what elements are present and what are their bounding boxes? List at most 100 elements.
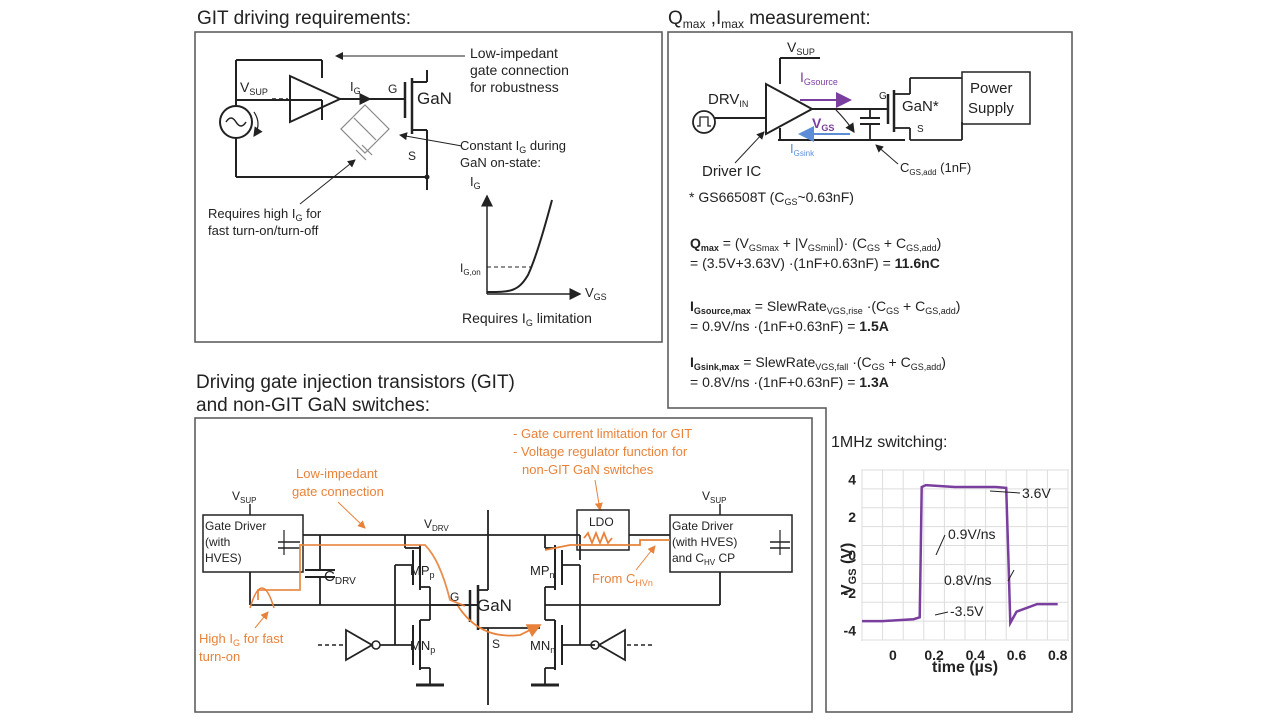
gan-label: GaN (417, 89, 452, 108)
ann-requires-limit: Requires IG limitation (462, 310, 592, 328)
pulse-source-icon (692, 110, 716, 134)
power-supply-box (961, 71, 1031, 125)
y-tick-label: 4 (848, 471, 856, 487)
gate-driver-left (202, 514, 304, 573)
ldo-resistor-icon (583, 530, 613, 546)
x-axis-label: time (µs) (932, 659, 998, 676)
igsink-label: IGsink (790, 141, 815, 158)
x-tick-label: 0.8 (1048, 647, 1068, 663)
gate-driver-right-label-2: (with HVES) (672, 535, 737, 549)
ann-0-9vns: 0.9V/ns (948, 526, 995, 542)
ann-fast-turnon: fast turn-on/turn-off (208, 223, 319, 238)
gate-diode-icon (340, 104, 390, 161)
mnn-label: MNn (530, 638, 555, 655)
ann-voltage-reg-1: - Voltage regulator function for (513, 444, 688, 459)
gan-center-s: S (492, 637, 500, 651)
switching-title: 1MHz switching: (831, 434, 947, 451)
y-tick-label: -4 (844, 623, 857, 639)
mpp-label: MPp (410, 563, 435, 580)
qmax-panel-frame (667, 31, 1073, 713)
gate-label: G (388, 82, 397, 96)
ann-low-impedant-2: gate connection (292, 484, 384, 499)
eq-igsource-line2: = 0.9V/ns ·(1nF+0.63nF) = 1.5A (690, 318, 889, 334)
orange-current-path-left (257, 544, 466, 607)
orange-current-path-right (544, 539, 670, 551)
gate-driver-right-label-3: and CHV CP (672, 551, 735, 567)
git-panel: GIT driving requirements: VSUP IG G GaN … (194, 8, 663, 343)
x-tick-label: 0.2 (924, 647, 944, 663)
graph-y-label: IG (470, 174, 481, 191)
cdrv-label: CDRV (324, 568, 356, 587)
driver-ic-icon (765, 82, 815, 136)
x-tick-label: 0.4 (966, 647, 986, 663)
y-tick-label: -2 (844, 585, 857, 601)
graph-x-label: VGS (585, 285, 607, 302)
ldo-box (576, 509, 630, 551)
eq-igsink-line1: IGsink,max = SlewRateVGS,fall ·(CGS + CG… (690, 354, 946, 372)
turn-on-label: turn-on (199, 649, 240, 664)
ann-gate-limit: - Gate current limitation for GIT (513, 426, 692, 441)
y-tick-label: 2 (848, 509, 856, 525)
eq-igsource-line1: IGsource,max = SlewRateVGS,rise ·(CGS + … (690, 298, 960, 316)
vgs-label: VGS (812, 115, 834, 133)
gan-star-label: GaN* (902, 98, 939, 115)
eq-qmax-line1: Qmax = (VGSmax + |VGSmin|)· (CGS + CGS,a… (690, 235, 941, 253)
sine-wave-icon (225, 117, 247, 127)
igsource-label: IGsource (800, 69, 838, 87)
driving-title-2: and non-GIT GaN switches: (196, 395, 430, 416)
qmax-panel: Qmax ,Imax measurement: VSUP DRVIN IGsou… (667, 8, 1073, 713)
vgs-chart: 0 0.2 0.4 0.6 0.8 4 2 0 -2 -4 (844, 469, 1069, 663)
vdrv-label: VDRV (424, 517, 449, 533)
cgsadd-label: CGS,add (1nF) (900, 160, 971, 177)
gan-center-label: GaN (477, 596, 512, 615)
switching-panel: 1MHz switching: 0 0.2 0.4 0.6 0.8 4 2 0 -2 -4 3.6… (831, 434, 1069, 676)
inverter-left-icon (345, 628, 374, 662)
vsup-label: VSUP (240, 79, 268, 97)
drv-in-label: DRVIN (708, 91, 748, 109)
vsup-right: VSUP (702, 489, 726, 505)
ann-minus-3-5v: -3.5V (950, 603, 984, 619)
qmax-panel-title: Qmax ,Imax measurement: (668, 8, 871, 31)
eq-igsink-line2: = 0.8V/ns ·(1nF+0.63nF) = 1.3A (690, 374, 889, 390)
from-chv-label: From CHVn (592, 571, 653, 588)
git-panel-title: GIT driving requirements: (197, 8, 411, 29)
ig-vgs-graph: IG VGS IG,on (460, 174, 607, 302)
mpn-label: MPn (530, 563, 555, 580)
driving-panel-frame (194, 417, 813, 713)
source-label: S (408, 149, 416, 163)
y-axis-label: VGS (V) (839, 543, 859, 595)
ig-label: IG (350, 79, 361, 96)
high-ig-label: High IG for fast (199, 631, 284, 648)
eq-qmax-line2: = (3.5V+3.63V) ·(1nF+0.63nF) = 11.6nC (690, 255, 940, 271)
ann-3-6v: 3.6V (1022, 485, 1051, 501)
gan-star-g: G (879, 91, 887, 102)
vgs-waveform (862, 483, 1058, 628)
ann-gan-onstate: GaN on-state: (460, 155, 541, 170)
gate-driver-right-label-1: Gate Driver (672, 519, 733, 533)
driving-title-1: Driving gate injection transistors (GIT) (196, 372, 515, 393)
ldo-label: LDO (589, 515, 614, 529)
x-tick-label: 0 (889, 647, 897, 663)
gan-star-s: S (917, 124, 924, 135)
driving-panel: Driving gate injection transistors (GIT)… (194, 372, 813, 713)
driver-ic-label: Driver IC (702, 163, 761, 180)
qmax-vsup-label: VSUP (787, 39, 815, 57)
gan-center-g: G (450, 590, 459, 604)
git-panel-frame (194, 31, 663, 343)
y-tick-label: 0 (848, 547, 856, 563)
amplifier-icon (289, 74, 343, 124)
mnp-label: MNp (410, 638, 435, 655)
inverter-right-icon (597, 628, 626, 662)
ann-high-ig: Requires high IG for (208, 206, 322, 223)
orange-current-path-gan (457, 605, 542, 638)
ig-curve (486, 199, 553, 293)
current-pulse-icon (249, 587, 275, 609)
ann-0-8vns: 0.8V/ns (944, 572, 991, 588)
x-tick-label: 0.6 (1007, 647, 1027, 663)
vsup-left: VSUP (232, 489, 256, 505)
graph-ion-label: IG,on (460, 261, 481, 277)
